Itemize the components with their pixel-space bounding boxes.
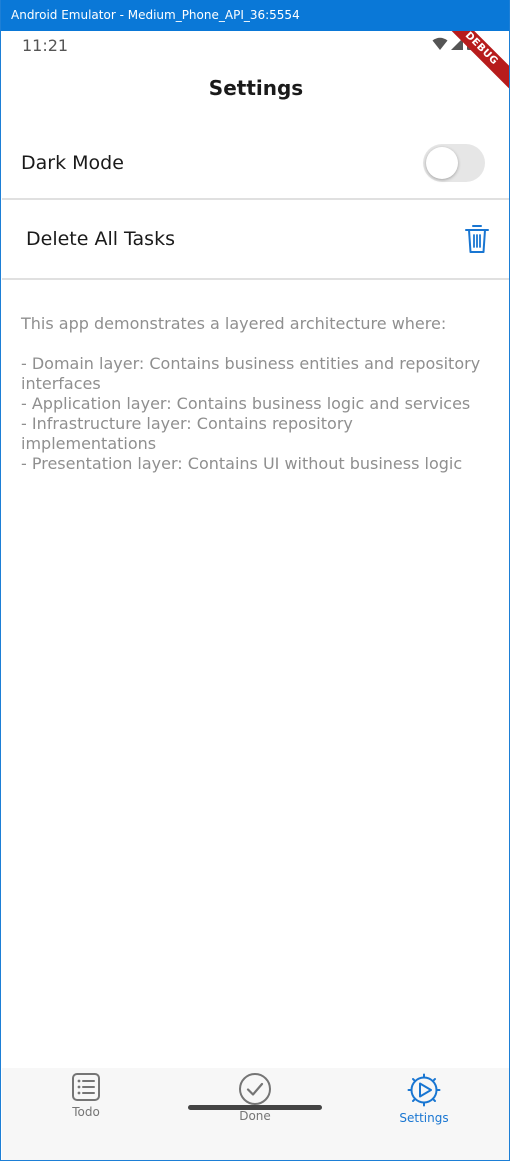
gesture-bar[interactable]: [188, 1105, 322, 1110]
dark-mode-row[interactable]: Dark Mode: [2, 132, 509, 200]
cell-signal-icon: [451, 38, 463, 50]
delete-all-tasks-row[interactable]: Delete All Tasks: [2, 202, 509, 280]
toggle-knob: [426, 147, 458, 179]
window-title: Android Emulator - Medium_Phone_API_36:5…: [1, 0, 509, 31]
nav-label-done: Done: [239, 1109, 271, 1123]
status-time: 11:21: [22, 36, 69, 55]
delete-all-tasks-label: Delete All Tasks: [26, 228, 175, 250]
wifi-icon: [432, 37, 448, 50]
trash-icon[interactable]: [464, 224, 490, 254]
phone-screen: 11:21 DEBUG Settings Dark Mode: [2, 31, 509, 1160]
bottom-navigation: Todo Done Settings: [2, 1068, 509, 1160]
nav-label-settings: Settings: [399, 1111, 449, 1125]
list-icon: [72, 1073, 100, 1101]
nav-label-todo: Todo: [72, 1105, 100, 1119]
architecture-description: This app demonstrates a layered architec…: [21, 314, 481, 473]
nav-item-done[interactable]: Done: [205, 1072, 305, 1132]
status-bar: 11:21 DEBUG: [2, 31, 509, 94]
page-title: Settings: [208, 76, 304, 100]
nav-item-settings[interactable]: Settings: [374, 1072, 474, 1132]
settings-icon: [407, 1073, 441, 1107]
dark-mode-toggle[interactable]: [423, 144, 485, 182]
check-circle-icon: [239, 1073, 271, 1105]
dark-mode-label: Dark Mode: [21, 152, 124, 174]
nav-item-todo[interactable]: Todo: [36, 1072, 136, 1132]
